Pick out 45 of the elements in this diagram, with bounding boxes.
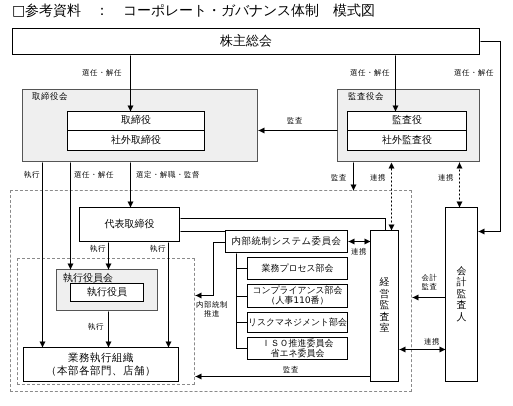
- arrow: [350, 162, 356, 191]
- org-box: 監査役: [347, 111, 467, 131]
- arrow: [195, 374, 371, 380]
- tall-box: 会計監査人: [445, 207, 478, 382]
- arrow: [128, 162, 134, 208]
- arrow: [195, 242, 226, 298]
- group-heading: 取締役会: [32, 92, 68, 104]
- arrow: [478, 41, 501, 234]
- arrow: [412, 294, 446, 300]
- arrow: [258, 128, 338, 134]
- committee-box: 業務プロセス部会: [247, 257, 348, 280]
- arrow: [456, 162, 462, 208]
- title: □参考資料 ： コーポレート・ガバナンス体制 模式図: [12, 3, 376, 19]
- dashed-frame: [10, 190, 412, 392]
- arrow: [128, 55, 134, 112]
- arrow: [399, 346, 446, 352]
- arrow: [40, 162, 46, 348]
- committee-box: リスクマネジメント部会: [247, 312, 348, 333]
- connector-line: [180, 218, 386, 231]
- group-heading: 監査役会: [348, 92, 384, 104]
- connector-line: [236, 253, 248, 349]
- group-heading: 執行役員会: [63, 272, 113, 285]
- org-box: 社外取締役: [67, 130, 205, 151]
- arrow: [68, 162, 74, 270]
- committee-box: ＩＳＯ推進委員会 省エネ委員会: [247, 337, 348, 360]
- dashed-frame: [17, 258, 195, 385]
- org-box: 株主総会: [12, 28, 480, 55]
- org-box: 代表取締役: [79, 207, 180, 242]
- group-panel: [56, 269, 158, 311]
- connector-line: [180, 231, 226, 232]
- arrow: [166, 242, 172, 348]
- arrow: [106, 242, 112, 270]
- group-panel: [337, 89, 480, 162]
- org-box: 業務執行組織 （本部各部門、店舗）: [23, 347, 179, 382]
- org-box: 取締役: [67, 111, 205, 131]
- group-panel: [22, 89, 258, 162]
- committee-box: 内部統制システム委員会: [225, 230, 348, 253]
- arrow: [392, 55, 398, 112]
- arrow: [388, 162, 394, 231]
- org-box: 執行役員: [70, 283, 144, 302]
- arrow: [106, 311, 112, 348]
- arrow: [348, 238, 371, 244]
- org-box: 社外監査役: [347, 130, 467, 151]
- tall-box: 経営監査室: [370, 230, 399, 382]
- committee-box: コンプライアンス部会 （人事110番）: [247, 284, 348, 308]
